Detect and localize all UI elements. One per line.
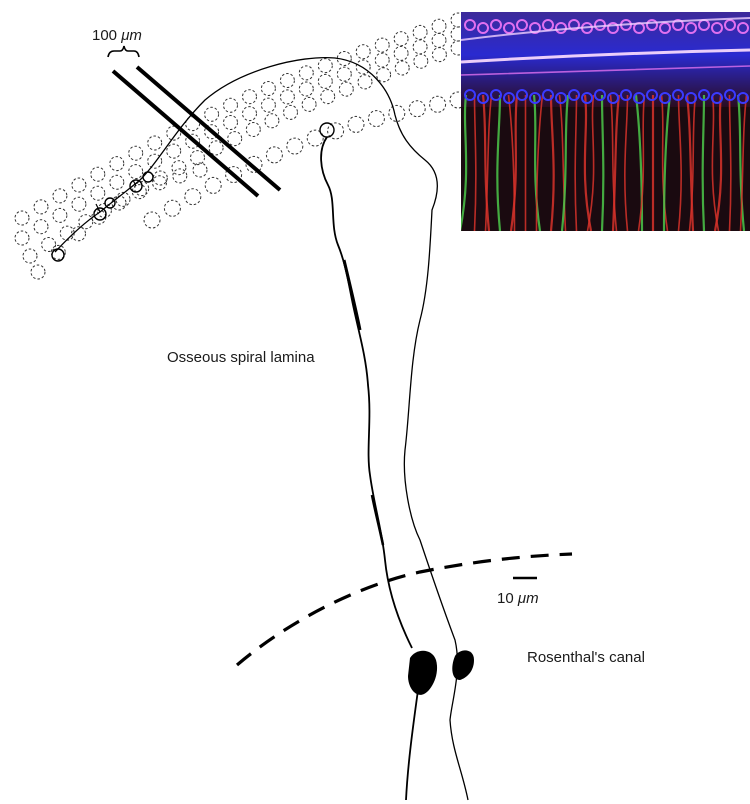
hair-cell-outline xyxy=(280,74,294,88)
hair-cell-outline xyxy=(153,171,167,185)
hair-cell-outline xyxy=(265,114,279,128)
hair-cell-outline xyxy=(243,107,257,121)
hair-cell-outline xyxy=(209,141,223,155)
label-rosenthals-canal: Rosenthal's canal xyxy=(527,649,645,666)
hair-cell-outline xyxy=(129,165,143,179)
hair-cell-outline xyxy=(375,38,389,52)
hair-cell-outline xyxy=(205,107,219,121)
label-osseous-spiral-lamina: Osseous spiral lamina xyxy=(167,349,315,366)
hair-cell-outline xyxy=(356,45,370,59)
ganglion-somata xyxy=(408,650,474,694)
hair-cell-outline xyxy=(205,177,221,193)
hair-cell-outline xyxy=(302,97,316,111)
hair-cell-outline xyxy=(339,82,353,96)
hair-cell-outline xyxy=(375,53,389,67)
hair-cell-outline xyxy=(337,67,351,81)
hair-cell-outline xyxy=(432,19,446,33)
hair-cell-outline xyxy=(287,138,303,154)
hair-cell-outline xyxy=(164,200,180,216)
hair-cell-outline xyxy=(413,40,427,54)
hair-cell-outline xyxy=(394,46,408,60)
hair-cell-outline xyxy=(53,208,67,222)
hair-cell-outline xyxy=(348,116,364,132)
hair-cell-outline xyxy=(432,48,446,62)
hair-cell-outline xyxy=(261,82,275,96)
hair-cell-outline xyxy=(112,196,126,210)
hair-cell-outline xyxy=(53,189,67,203)
hair-cell-outline xyxy=(31,265,45,279)
hair-cell-outline xyxy=(153,176,167,190)
hair-cell-outline xyxy=(430,96,446,112)
hair-cell-outline xyxy=(72,178,86,192)
hair-cell-outline xyxy=(321,90,335,104)
hair-cell-outline xyxy=(358,75,372,89)
hair-cell-outline xyxy=(409,101,425,117)
hair-cell-outline xyxy=(185,189,201,205)
hair-cell-outline xyxy=(261,98,275,112)
hair-cell-outline xyxy=(173,169,187,183)
hair-cell-outline xyxy=(377,68,391,82)
hair-cell-outline xyxy=(91,186,105,200)
hair-cell-outline xyxy=(266,147,282,163)
hair-cell-outline xyxy=(413,25,427,39)
hair-cell-outline xyxy=(116,192,130,206)
hair-cell-outline xyxy=(246,123,260,137)
hair-cell-outline xyxy=(368,111,384,127)
hair-cell-outline xyxy=(144,212,160,228)
hair-cell-outline xyxy=(318,59,332,73)
hair-cell-outline xyxy=(72,197,86,211)
hair-cell-outline xyxy=(394,32,408,46)
hair-cell-outline xyxy=(224,116,238,130)
hair-cell-outline xyxy=(228,132,242,146)
hair-cell-outline xyxy=(167,144,181,158)
hair-cell-outline xyxy=(224,98,238,112)
hair-cell-outline xyxy=(15,231,29,245)
innervated-cells xyxy=(52,123,334,261)
hair-cell-outline xyxy=(414,54,428,68)
hair-cell-outline xyxy=(389,105,405,121)
hair-cell-outline xyxy=(60,226,74,240)
hair-cell-outline xyxy=(395,61,409,75)
hair-cell-outline xyxy=(110,157,124,171)
hair-cell-outline xyxy=(148,136,162,150)
hair-cell-outline xyxy=(23,249,37,263)
hair-cell-outline xyxy=(193,163,207,177)
hair-cell-outline xyxy=(42,238,56,252)
hair-cell-outline xyxy=(191,151,205,165)
inset-nerve-fiber xyxy=(703,95,704,231)
hair-cell-outline xyxy=(110,175,124,189)
hair-cell-outline xyxy=(129,146,143,160)
hair-cell-outline xyxy=(318,74,332,88)
hair-cell-outline xyxy=(284,105,298,119)
hair-cell-outline xyxy=(91,167,105,181)
hair-cell-outline xyxy=(299,66,313,80)
hair-cell-outline xyxy=(34,220,48,234)
hair-cell-outline xyxy=(299,82,313,96)
scale-label-10: 10 μm xyxy=(497,590,539,607)
rosenthal-canal-boundary xyxy=(237,554,572,665)
hair-cell-outline xyxy=(34,200,48,214)
hair-cell-rows xyxy=(15,13,466,279)
scale-label-100: 100 μm xyxy=(92,27,142,44)
afferent-fiber-outer xyxy=(55,58,468,800)
afferent-fiber-inner xyxy=(321,137,418,800)
fluorescence-micrograph-inset xyxy=(460,12,750,231)
hair-cell-outline xyxy=(432,33,446,47)
hair-cell-outline xyxy=(243,90,257,104)
inset-nerve-fiber xyxy=(602,95,603,231)
hair-cell-outline xyxy=(15,211,29,225)
hair-cell-outline xyxy=(280,90,294,104)
hair-cell-outline xyxy=(172,161,186,175)
